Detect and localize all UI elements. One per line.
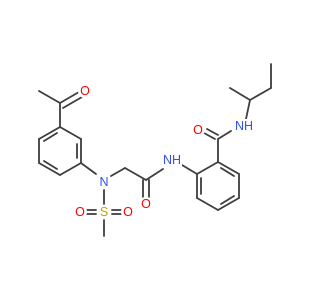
atom-label: NH	[235, 119, 253, 133]
atom-label: O	[141, 197, 151, 211]
bond	[245, 99, 251, 120]
bond	[229, 87, 251, 101]
bond	[43, 132, 58, 142]
bond	[220, 167, 235, 177]
bond	[217, 197, 240, 211]
bond	[59, 126, 82, 140]
oxygen-atom: O	[78, 84, 92, 98]
bond	[145, 168, 164, 181]
atom-label: O	[123, 205, 133, 219]
nitrogen-atom: N	[97, 175, 111, 189]
bond	[38, 162, 61, 176]
bond	[220, 195, 235, 205]
bond	[59, 162, 82, 176]
bond	[196, 197, 219, 211]
bond	[196, 161, 219, 175]
bond-layer	[38, 63, 272, 237]
atom-label: NH	[163, 153, 181, 167]
nh-group: NH	[162, 153, 182, 167]
bond	[217, 130, 232, 140]
bond	[62, 96, 83, 109]
bond	[206, 128, 219, 136]
bond	[43, 160, 58, 170]
atom-label: S	[100, 205, 108, 219]
bond	[124, 167, 147, 181]
bond	[110, 167, 126, 177]
bond	[59, 91, 80, 104]
bond	[38, 126, 61, 140]
bond	[38, 90, 61, 104]
atom-label: O	[80, 84, 90, 98]
nh-group: NH	[233, 119, 255, 133]
atom-label: O	[75, 205, 85, 219]
atom-label: O	[193, 123, 203, 137]
structure-canvas: O O N NH NH S	[38, 63, 272, 237]
bond	[80, 162, 97, 175]
bond	[203, 132, 216, 140]
oxygen-atom: O	[139, 197, 153, 211]
oxygen-atom: O	[191, 123, 205, 137]
molecule-structure: O O N NH NH S	[38, 63, 272, 237]
bond	[217, 161, 240, 175]
bond	[181, 164, 198, 175]
sulfur-atom: S	[97, 205, 111, 219]
bond	[249, 87, 272, 101]
oxygen-atom: O	[73, 205, 87, 219]
atom-label: N	[99, 175, 108, 189]
oxygen-atom: O	[121, 205, 135, 219]
atom-label-layer: O O N NH NH S	[73, 84, 255, 219]
